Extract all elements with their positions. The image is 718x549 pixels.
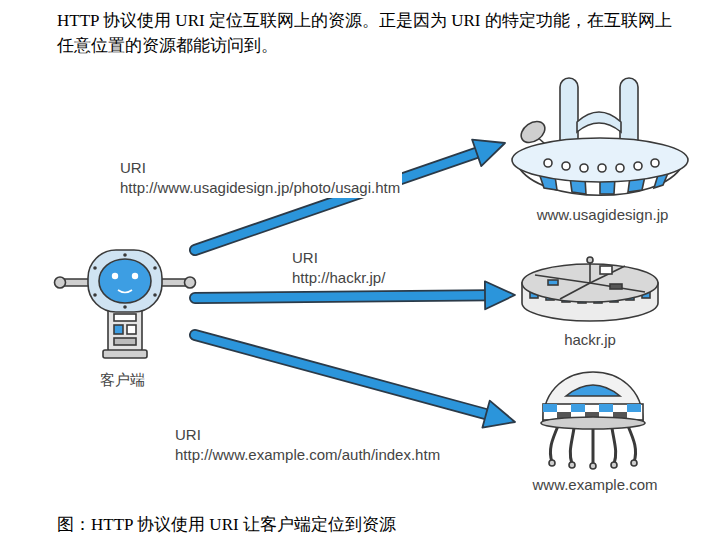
arrow-head bbox=[472, 140, 505, 166]
host-label: www.usagidesign.jp bbox=[534, 205, 672, 225]
ufo-server bbox=[544, 159, 552, 167]
ufo-server bbox=[598, 164, 606, 172]
uri-label: URI http://hackr.jp/ bbox=[290, 248, 387, 288]
client-robot bbox=[103, 350, 147, 358]
jellyfish-server bbox=[628, 426, 636, 462]
ufo-server bbox=[580, 164, 588, 172]
disc-server bbox=[610, 284, 622, 289]
client-robot bbox=[112, 273, 118, 279]
uri-label: URI http://www.usagidesign.jp/photo/usag… bbox=[118, 158, 402, 198]
ufo-server bbox=[651, 159, 659, 167]
client-robot bbox=[55, 277, 66, 288]
ufo-server bbox=[512, 78, 688, 195]
client-robot bbox=[93, 266, 97, 270]
client-robot bbox=[88, 250, 162, 312]
jellyfish-server bbox=[566, 385, 620, 396]
disc-server bbox=[548, 280, 558, 285]
uri-label: URI http://www.example.com/auth/index.ht… bbox=[173, 425, 442, 465]
client-robot bbox=[55, 250, 196, 358]
disc-server bbox=[590, 266, 625, 283]
client-robot bbox=[118, 290, 132, 293]
host-node: 客户端 bbox=[50, 240, 195, 390]
ufo-server bbox=[562, 162, 570, 170]
client-robot bbox=[114, 314, 136, 321]
ufo-server bbox=[634, 162, 642, 170]
client-robot bbox=[114, 325, 123, 334]
ufo-server bbox=[616, 164, 624, 172]
jellyfish-server bbox=[543, 372, 643, 422]
jellyfish-server bbox=[611, 462, 617, 468]
client-robot bbox=[108, 306, 142, 352]
uri-arrow bbox=[195, 335, 515, 428]
jellyfish-server bbox=[549, 460, 555, 466]
body-paragraph: HTTP 协议使用 URI 定位互联网上的资源。正是因为 URI 的特定功能，在… bbox=[57, 8, 677, 58]
ufo-server bbox=[577, 112, 621, 132]
disc-server bbox=[522, 257, 658, 321]
arrow-head bbox=[485, 281, 515, 309]
jellyfish-server bbox=[627, 404, 641, 412]
client-robot bbox=[93, 293, 97, 297]
ufo-server bbox=[512, 138, 688, 182]
jellyfish-server bbox=[550, 426, 558, 462]
arrow-outline bbox=[195, 295, 489, 298]
client-robot bbox=[114, 338, 136, 345]
client-robot bbox=[99, 259, 151, 303]
jellyfish-server bbox=[541, 372, 645, 469]
disc-server bbox=[600, 266, 612, 274]
jellyfish-server bbox=[590, 463, 596, 469]
jellyfish-server bbox=[571, 404, 585, 412]
jellyfish-server bbox=[599, 404, 613, 412]
client-robot bbox=[132, 273, 138, 279]
disc-server bbox=[535, 275, 590, 283]
jellyfish-server bbox=[543, 404, 557, 412]
arrow-shaft bbox=[195, 335, 490, 415]
arrow-head bbox=[482, 401, 515, 428]
client-robot bbox=[153, 266, 157, 270]
host-label: hackr.jp bbox=[561, 330, 619, 350]
arrow-shaft bbox=[195, 295, 489, 298]
jellyfish-server bbox=[569, 462, 575, 468]
client-robot bbox=[123, 305, 127, 309]
jellyfish-server bbox=[592, 429, 595, 465]
host-node: www.example.com bbox=[515, 365, 675, 495]
client-robot bbox=[127, 325, 136, 334]
figure-caption: 图：HTTP 协议使用 URI 让客户端定位到资源 bbox=[57, 513, 396, 537]
jellyfish-server bbox=[631, 460, 637, 466]
jellyfish-server bbox=[612, 428, 616, 464]
host-node: hackr.jp bbox=[515, 250, 665, 350]
client-robot bbox=[123, 253, 127, 257]
arrow-outline bbox=[195, 335, 490, 415]
disc-server bbox=[587, 257, 593, 263]
disc-server bbox=[590, 283, 645, 292]
client-robot bbox=[185, 277, 196, 288]
disc-server bbox=[589, 262, 591, 283]
host-label: 客户端 bbox=[97, 370, 148, 390]
disc-server bbox=[560, 283, 590, 299]
client-robot bbox=[153, 293, 157, 297]
host-label: www.example.com bbox=[529, 475, 660, 495]
jellyfish-server bbox=[541, 417, 645, 429]
jellyfish-server bbox=[570, 428, 574, 464]
host-node: www.usagidesign.jp bbox=[505, 65, 700, 225]
